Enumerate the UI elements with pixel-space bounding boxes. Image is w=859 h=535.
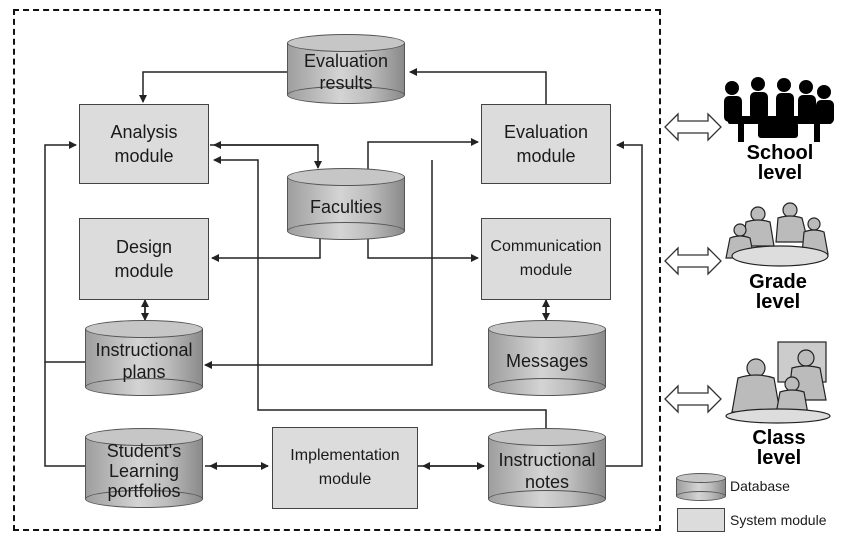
faculties-db: Faculties	[287, 168, 405, 240]
meeting-silhouette-icon	[724, 77, 834, 142]
legend-database-swatch	[676, 473, 726, 501]
instructional-notes-db: Instructional notes	[488, 428, 606, 508]
evaluation-module: Evaluation module	[481, 104, 611, 184]
legend-module-swatch	[677, 508, 725, 532]
system-boundary	[13, 9, 661, 531]
arrow-faculties-to-design	[211, 238, 321, 262]
arrow-faculties-to-evaluation	[367, 138, 479, 170]
group-discussion-icon	[725, 202, 829, 267]
messages-db: Messages	[488, 320, 606, 396]
double-arrow-icon	[664, 112, 722, 142]
implementation-module: Implementation module	[272, 427, 418, 509]
evaluation-results-db: Evaluation results	[287, 34, 405, 104]
student-portfolios-db: Student's Learning portfolios	[85, 428, 203, 508]
double-arrow-icon	[664, 246, 722, 276]
arrow-notes-to-analysis	[213, 156, 547, 430]
arrow-evaluation-to-results	[409, 68, 547, 104]
teacher-students-icon	[725, 341, 831, 424]
double-arrow-icon	[664, 384, 722, 414]
arrow-left-loop-to-analysis	[44, 141, 85, 363]
arrow-loop-to-plans	[204, 160, 433, 369]
design-module: Design module	[79, 218, 209, 300]
legend-database-label: Database	[730, 478, 790, 494]
legend-module-label: System module	[730, 512, 827, 528]
analysis-module: Analysis module	[79, 104, 209, 184]
arrow-notes-to-evaluation	[606, 141, 643, 467]
arrow-analysis-faculties	[210, 144, 322, 169]
instructional-plans-db: Instructional plans	[85, 320, 203, 396]
school-level-label: School level	[746, 142, 814, 184]
arrow-faculties-to-communication	[367, 238, 479, 262]
arrow-evalresults-to-analysis	[139, 71, 290, 103]
communication-module: Communication module	[481, 218, 611, 300]
grade-level-label: Grade level	[749, 271, 807, 313]
class-level-label: Class level	[752, 427, 806, 469]
